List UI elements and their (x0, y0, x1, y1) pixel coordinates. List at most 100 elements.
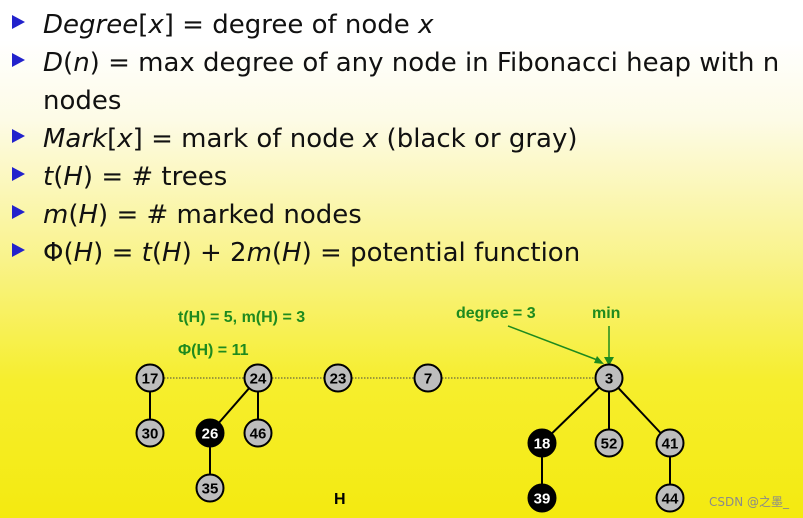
annotations: t(H) = 5, m(H) = 3 Φ(H) = 11 degree = 3 … (178, 305, 620, 508)
node: 44 (655, 483, 685, 513)
tree-edges (149, 377, 671, 498)
node-key: 46 (250, 426, 267, 443)
bullet-text-part: x (117, 124, 133, 154)
bullet-text-part: Degree (43, 10, 139, 40)
node-circle (135, 363, 165, 393)
bullet-item: Degree[x] = degree of node x (12, 10, 433, 40)
node-circle (655, 483, 685, 513)
bullet-marker-icon (12, 243, 25, 257)
heap-label: H (334, 491, 346, 508)
bullet-text-part: D (43, 48, 64, 78)
node-circle (195, 418, 225, 448)
node: 17 (135, 363, 165, 393)
tree-edge (608, 377, 671, 444)
node-key: 39 (534, 491, 551, 508)
bullet-text-part: t (43, 162, 54, 192)
bullet-text-part: ( (68, 200, 79, 230)
bullet-text-part: ( (151, 238, 162, 268)
bullet-text-part: H (63, 162, 83, 192)
bullet-text-part: ) = potential function (301, 238, 581, 268)
counts-annotation: t(H) = 5, m(H) = 3 (178, 309, 305, 326)
node-circle (594, 428, 624, 458)
node-key: 24 (250, 371, 267, 388)
bullet-text-part: H (162, 238, 182, 268)
bullet-text-part: n (73, 48, 90, 78)
bullet-text-part: ] = degree of node (163, 10, 419, 40)
node-key: 17 (142, 371, 159, 388)
node-key: 23 (330, 371, 347, 388)
min-annotation: min (592, 305, 620, 322)
marked-node: 18 (527, 428, 557, 458)
node-key: 18 (534, 436, 551, 453)
node: 46 (243, 418, 273, 448)
node-circle (594, 363, 624, 393)
bullet-text-part: Mark (43, 124, 108, 154)
degree-arrow-head (594, 356, 604, 364)
fibonacci-heap-diagram: t(H) = 5, m(H) = 3 Φ(H) = 11 degree = 3 … (135, 305, 685, 513)
node-circle (243, 363, 273, 393)
node-circle (655, 428, 685, 458)
node-key: 41 (662, 436, 679, 453)
bullet-item: m(H) = # marked nodes (12, 200, 362, 230)
bullet-continuation: nodes (43, 86, 122, 116)
node-key: 52 (601, 436, 618, 453)
bullet-item: t(H) = # trees (12, 162, 227, 192)
node: 30 (135, 418, 165, 448)
node-circle (413, 363, 443, 393)
node-key: 44 (662, 491, 679, 508)
node: 35 (195, 473, 225, 503)
bullet-text-part: ) = # marked nodes (98, 200, 362, 230)
node-key: 26 (202, 426, 219, 443)
bullet-marker-icon (12, 167, 25, 181)
bullet-text-part: ( (63, 48, 74, 78)
bullet-text-part: Φ( (43, 238, 74, 268)
bullet-text-part: ) = max degree of any node in Fibonacci … (89, 48, 780, 78)
tree-edge (541, 377, 610, 444)
bullet-item: Φ(H) = t(H) + 2m(H) = potential function (12, 238, 580, 268)
bullet-marker-icon (12, 15, 25, 29)
node-circle (527, 483, 557, 513)
bullet-marker-icon (12, 129, 25, 143)
bullet-text-part: ( (53, 162, 64, 192)
node: 24 (243, 363, 273, 393)
bullet-item: Mark[x] = mark of node x (black or gray) (12, 124, 577, 154)
bullet-text-part: (black or gray) (378, 124, 578, 154)
marked-node: 39 (527, 483, 557, 513)
bullet-text-part: x (148, 10, 164, 40)
bullet-text-part: ] = mark of node (132, 124, 363, 154)
node-key: 3 (605, 371, 613, 388)
node: 7 (413, 363, 443, 393)
bullet-text-part: [ (138, 10, 149, 40)
bullet-text-part: t (141, 238, 152, 268)
node: 3 (594, 363, 624, 393)
bullet-text-part: [ (107, 124, 118, 154)
bullet-text-part: m (43, 200, 69, 230)
heap-nodes: 17 30 24 26 46 35 23 7 3 18 52 41 39 44 (135, 363, 685, 513)
bullet-text-part: m (246, 238, 272, 268)
node-circle (527, 428, 557, 458)
bullet-text-part: H (282, 238, 302, 268)
min-arrow-head (604, 357, 614, 366)
bullet-text-part: ) = # trees (82, 162, 228, 192)
node-key: 35 (202, 481, 219, 498)
degree-annotation: degree = 3 (456, 305, 536, 322)
node-circle (195, 473, 225, 503)
marked-node: 26 (195, 418, 225, 448)
node-circle (243, 418, 273, 448)
node-circle (323, 363, 353, 393)
bullet-text-part: H (78, 200, 99, 230)
bullet-text-part: ) = (93, 238, 142, 268)
bullet-text-part: ( (271, 238, 283, 268)
potential-annotation: Φ(H) = 11 (178, 342, 249, 359)
bullet-marker-icon (12, 205, 25, 219)
bullet-text-part: H (73, 238, 94, 268)
bullet-marker-icon (12, 53, 25, 67)
node-key: 30 (142, 426, 159, 443)
degree-arrow (507, 325, 601, 362)
node-circle (135, 418, 165, 448)
node: 23 (323, 363, 353, 393)
bullet-text-part: x (418, 10, 434, 40)
node-key: 7 (424, 371, 432, 388)
node: 52 (594, 428, 624, 458)
watermark: CSDN @之墨_ (708, 495, 789, 509)
